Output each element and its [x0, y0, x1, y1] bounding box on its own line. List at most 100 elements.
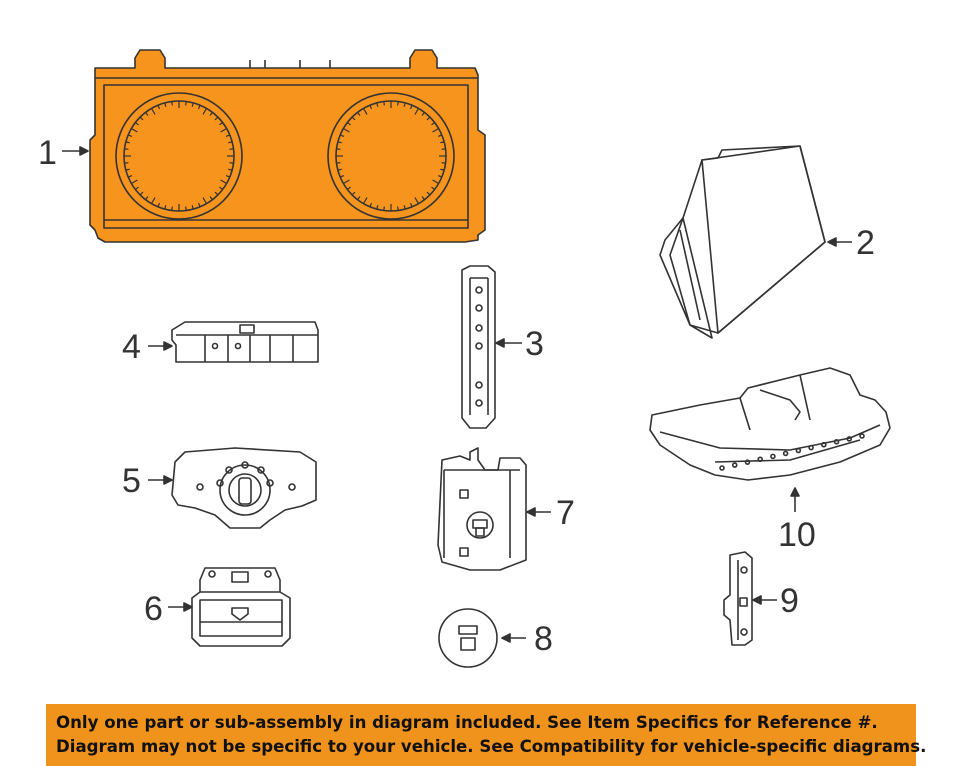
gauge-tick	[202, 197, 208, 204]
panel-button-dot	[859, 433, 865, 439]
gauge-tick	[185, 206, 187, 211]
gauge-tick	[357, 196, 361, 200]
gauge-tick	[343, 127, 350, 133]
gauge-tick	[409, 104, 413, 110]
gauge-tick	[225, 174, 231, 178]
gauge-tick	[440, 168, 445, 171]
gauge-tick	[127, 174, 133, 178]
display-screen-part[interactable]	[659, 145, 826, 339]
panel-button-dot	[744, 459, 751, 465]
gauge-tick	[164, 205, 167, 210]
gauge-tick	[337, 141, 342, 144]
callout-3: 3	[525, 325, 544, 363]
gauge-tick	[185, 101, 187, 106]
disclaimer-banner: Only one part or sub-assembly in diagram…	[46, 704, 927, 766]
gauge-tick	[376, 102, 379, 107]
instrument-cluster-part[interactable]	[89, 49, 486, 243]
gauge-tick	[431, 122, 435, 126]
gauge-tick	[125, 168, 130, 171]
gauge-tick	[409, 202, 413, 208]
gauge-tick	[397, 206, 399, 211]
gauge-tick	[197, 202, 201, 208]
gauge-tick	[347, 186, 351, 190]
gauge-tick	[414, 108, 420, 115]
gauge-tick	[336, 148, 341, 150]
callout-2: 2	[856, 224, 875, 262]
gauge-tick	[202, 108, 208, 115]
gauge-tick	[229, 148, 234, 150]
gauge-tick	[228, 168, 233, 171]
panel-button-dot	[782, 450, 789, 457]
parts-diagram	[62, 49, 891, 668]
callout-4: 4	[122, 328, 141, 366]
gauge-tick	[369, 104, 373, 110]
gauge-tick	[157, 104, 161, 110]
gauge-tick	[131, 127, 138, 133]
panel-button-dot	[846, 436, 853, 442]
gauge-tick	[150, 197, 156, 204]
gauge-tick	[164, 102, 167, 107]
gauge-tick	[347, 122, 351, 126]
gauge-tick	[139, 191, 144, 196]
gauge-tick	[437, 174, 443, 178]
gauge-tick	[403, 102, 406, 107]
gauge-tick	[414, 197, 420, 204]
panel-button-dot	[821, 441, 827, 448]
panel-button-dot	[808, 444, 814, 451]
gauge-tick	[171, 206, 173, 211]
gauge-tick	[214, 191, 219, 196]
gauge-tick	[339, 174, 345, 178]
panel-button-dot	[833, 439, 840, 445]
gauge-tick	[145, 112, 149, 116]
gauge-tick	[219, 186, 223, 190]
panel-button-dot	[770, 453, 776, 460]
gauge-tick	[440, 141, 445, 144]
gauge-tick	[228, 141, 233, 144]
gauge-tick	[219, 122, 223, 126]
gauge-tick	[135, 186, 139, 190]
gauge-tick	[191, 102, 194, 107]
callout-7: 7	[556, 494, 575, 532]
round-switch-part[interactable]	[438, 608, 498, 668]
gauge-tick	[351, 191, 356, 196]
callout-9: 9	[780, 582, 799, 620]
disclaimer-line-2: Diagram may not be specific to your vehi…	[56, 737, 927, 756]
switch-bank-part[interactable]	[171, 321, 319, 363]
gauge-tick	[131, 179, 138, 185]
gauge-tick	[357, 112, 361, 116]
gauge-tick	[225, 134, 231, 138]
gauge-tick	[197, 104, 201, 110]
gauge-tick	[397, 101, 399, 106]
callout-6: 6	[144, 590, 163, 628]
gauge-tick	[337, 168, 342, 171]
gauge-tick	[441, 162, 446, 164]
switch-strip-part[interactable]	[461, 265, 496, 429]
gauge-tick	[426, 116, 431, 121]
panel-button-dot	[731, 462, 738, 468]
gauge-tick	[383, 101, 385, 106]
gauge-tick	[209, 196, 213, 200]
gauge-tick	[421, 112, 425, 116]
gauge-tick	[125, 141, 130, 144]
small-switch-strip-part[interactable]	[723, 551, 753, 646]
gauge-tick	[437, 134, 443, 138]
gauge-tick	[403, 205, 406, 210]
gauge-tick	[124, 162, 129, 164]
gauge-tick	[432, 179, 439, 185]
gauge-tick	[150, 108, 156, 115]
headlamp-switch-part[interactable]	[171, 447, 317, 529]
callout-1: 1	[38, 134, 57, 172]
callout-5: 5	[122, 462, 141, 500]
climate-control-panel-part[interactable]	[649, 367, 891, 481]
gauge-tick	[220, 179, 227, 185]
gauge-tick	[369, 202, 373, 208]
switch-module-part[interactable]	[191, 567, 291, 647]
gauge-tick	[362, 108, 368, 115]
callout-8: 8	[534, 620, 553, 658]
gauge-tick	[441, 148, 446, 150]
gauge-tick	[145, 196, 149, 200]
gauge-tick	[362, 197, 368, 204]
control-module-part[interactable]	[437, 447, 527, 571]
gauge-tick	[426, 191, 431, 196]
gauge-tick	[127, 134, 133, 138]
